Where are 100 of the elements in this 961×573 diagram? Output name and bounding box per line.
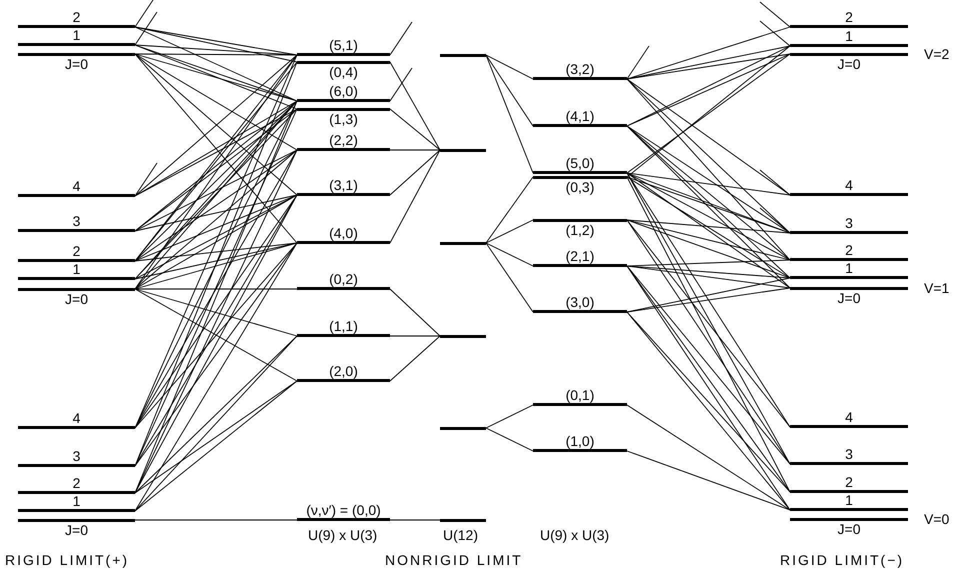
correlation-line — [626, 266, 790, 278]
correlation-line — [390, 68, 412, 102]
level-label: (3,0) — [564, 294, 596, 310]
correlation-line — [626, 172, 790, 260]
energy-level — [533, 176, 627, 196]
correlation-line — [134, 12, 158, 46]
energy-level — [790, 177, 908, 196]
energy-level — [297, 271, 390, 290]
group-label: U(9) x U(3) — [540, 527, 610, 543]
correlation-line — [626, 26, 790, 80]
energy-level — [18, 410, 135, 429]
level-label: (ν,ν′) = (0,0) — [305, 502, 382, 518]
level-label: (6,0) — [328, 83, 359, 99]
energy-level — [18, 27, 135, 46]
energy-level — [533, 108, 627, 127]
correlation-line — [134, 288, 298, 382]
correlation-line — [486, 242, 534, 266]
correlation-line — [626, 220, 790, 260]
energy-level — [790, 215, 908, 234]
energy-level — [297, 225, 390, 244]
correlation-line — [626, 266, 790, 288]
level-label: J=0 — [836, 521, 862, 537]
level-label: J=0 — [836, 56, 862, 72]
level-label: (5,1) — [328, 37, 359, 53]
level-label: 2 — [72, 243, 82, 259]
level-label: 4 — [844, 177, 854, 193]
energy-level — [297, 61, 390, 81]
level-label: 3 — [844, 215, 854, 231]
vibrational-quantum-label: V=1 — [924, 280, 950, 296]
correlation-line — [626, 54, 790, 80]
correlation-line — [486, 176, 534, 244]
energy-level — [790, 492, 908, 511]
correlation-line — [134, 150, 298, 232]
level-label: 1 — [72, 261, 82, 277]
energy-level — [533, 155, 627, 174]
correlation-line — [626, 288, 790, 312]
limit-label: RIGID LIMIT(−) — [780, 552, 904, 568]
level-label: (2,1) — [564, 248, 596, 264]
level-label: J=0 — [836, 290, 862, 306]
level-label: (2,2) — [328, 132, 359, 148]
energy-level — [297, 108, 390, 128]
correlation-line — [390, 62, 440, 150]
correlation-line — [626, 220, 790, 428]
level-label: J=0 — [64, 56, 89, 72]
correlation-line — [134, 162, 158, 196]
correlation-line — [134, 54, 298, 56]
energy-level — [18, 9, 135, 28]
correlation-line — [390, 22, 412, 56]
level-label: (0,3) — [564, 179, 596, 195]
correlation-line — [486, 428, 534, 452]
correlation-line — [390, 150, 440, 196]
level-label: 2 — [844, 474, 854, 490]
energy-level — [440, 54, 486, 57]
energy-level — [297, 83, 390, 102]
energy-level — [440, 242, 486, 245]
energy-level — [533, 387, 627, 406]
energy-level — [297, 132, 390, 151]
correlation-line — [134, 242, 298, 290]
energy-level — [18, 261, 135, 280]
energy-level — [790, 446, 908, 465]
level-label: 2 — [844, 242, 854, 258]
correlation-line — [134, 26, 298, 102]
level-label: 1 — [844, 260, 854, 276]
energy-level — [18, 213, 135, 232]
correlation-line — [134, 288, 298, 336]
correlation-line — [134, 26, 298, 62]
group-label: U(9) x U(3) — [308, 527, 378, 543]
level-label: (2,0) — [328, 363, 359, 379]
correlation-line — [390, 336, 440, 382]
correlation-line — [134, 194, 298, 262]
level-label: 3 — [844, 446, 854, 462]
energy-level — [18, 243, 135, 262]
level-label: 4 — [72, 410, 82, 426]
level-label: 2 — [72, 475, 82, 491]
energy-level — [440, 427, 486, 430]
level-label: (4,0) — [328, 225, 359, 241]
energy-level — [533, 433, 627, 452]
level-label: (4,1) — [564, 108, 596, 124]
energy-level — [790, 28, 908, 47]
level-label: 1 — [72, 493, 82, 509]
level-label: 3 — [72, 448, 82, 464]
level-label: 1 — [844, 492, 854, 508]
correlation-line — [626, 404, 790, 510]
level-label: (0,4) — [328, 64, 359, 80]
energy-level — [533, 61, 627, 80]
level-label: 2 — [72, 9, 82, 25]
correlation-line — [134, 150, 298, 290]
level-label: (0,2) — [328, 271, 359, 287]
correlation-line — [134, 242, 298, 280]
correlation-line — [486, 404, 534, 428]
group-label: U(12) — [443, 527, 478, 543]
energy-level — [18, 493, 135, 512]
level-label: 4 — [72, 178, 82, 194]
vibrational-quantum-label: V=0 — [924, 511, 950, 527]
correlation-line — [486, 220, 534, 244]
correlation-line — [390, 150, 440, 244]
level-label: (5,0) — [564, 155, 596, 171]
energy-level — [18, 475, 135, 494]
energy-level — [297, 363, 390, 382]
correlation-line — [760, 20, 790, 46]
